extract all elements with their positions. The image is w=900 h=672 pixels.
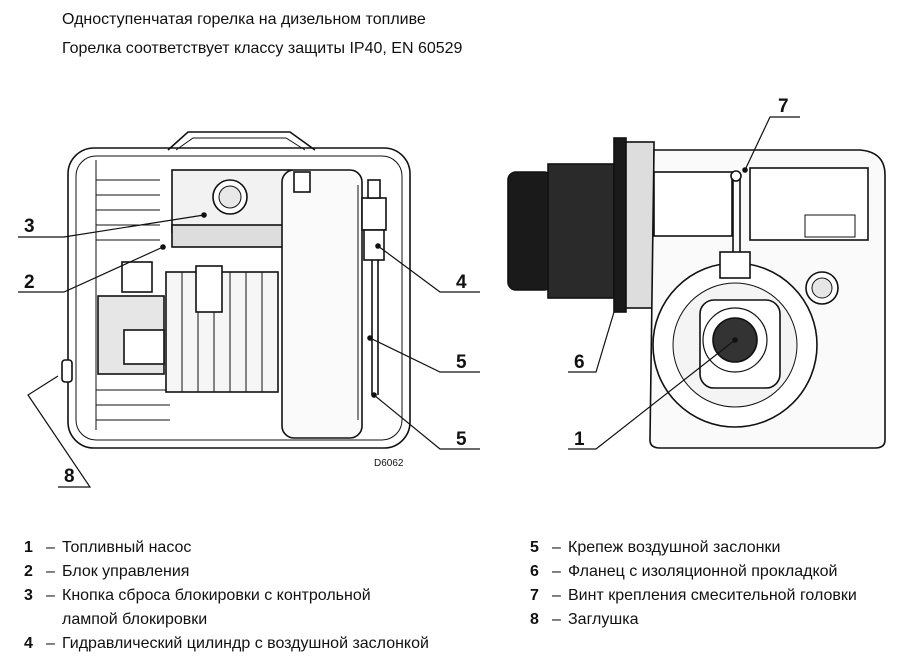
legend-item: 8 – Заглушка [530, 608, 895, 632]
legend-left: 1 – Топливный насос 2 – Блок управления … [24, 536, 494, 656]
burner-side-view [61, 131, 411, 449]
callout-7: 7 [778, 96, 789, 117]
leader-lines [18, 116, 800, 488]
legend-dash: – [552, 539, 561, 556]
legend-num: 6 [530, 563, 539, 580]
cover [281, 169, 363, 439]
legend-dash: – [552, 587, 561, 604]
legend-num: 8 [530, 611, 539, 628]
diagram-title: Одноступенчатая горелка на дизельном топ… [62, 11, 426, 28]
legend-item: 6 – Фланец с изоляционной прокладкой [530, 560, 895, 584]
legend-num: 1 [24, 539, 33, 556]
callout-6: 6 [574, 352, 585, 373]
legend-item: 4 – Гидравлический цилиндр с воздушной з… [24, 632, 494, 656]
legend-text: Топливный насос [62, 539, 192, 556]
legend-num: 3 [24, 587, 33, 604]
callout-5a: 5 [456, 352, 467, 373]
callout-2: 2 [24, 272, 35, 293]
drawing-code: D6062 [374, 458, 404, 469]
legend-item: 2 – Блок управления [24, 560, 494, 584]
diagram-subtitle: Горелка соответствует классу защиты IP40… [62, 40, 463, 57]
burner-front-view [507, 137, 886, 449]
legend-text: Гидравлический цилиндр с воздушной засло… [62, 635, 429, 652]
legend-num: 4 [24, 635, 33, 652]
plug-shape [61, 359, 73, 383]
housing-ribs [95, 160, 170, 430]
callout-1: 1 [574, 429, 585, 450]
legend-item: 3 – Кнопка сброса блокировки с контрольн… [24, 584, 494, 632]
legend-text: Блок управления [62, 563, 190, 580]
legend-dash: – [552, 563, 561, 580]
legend-dash: – [46, 587, 55, 604]
hydraulic-cylinder [361, 197, 387, 231]
legend-text: Фланец с изоляционной прокладкой [568, 563, 838, 580]
legend-dash: – [46, 635, 55, 652]
legend-text: Кнопка сброса блокировки с контрольной л… [62, 587, 371, 628]
legend-text: Винт крепления смесительной головки [568, 587, 857, 604]
callout-5b: 5 [456, 429, 467, 450]
legend-num: 2 [24, 563, 33, 580]
blast-tube-end [507, 171, 553, 291]
legend-item: 5 – Крепеж воздушной заслонки [530, 536, 895, 560]
legend-num: 5 [530, 539, 539, 556]
callout-3: 3 [24, 216, 35, 237]
legend-dash: – [46, 539, 55, 556]
legend-text: Заглушка [568, 611, 639, 628]
blast-tube [547, 163, 615, 299]
legend-item: 7 – Винт крепления смесительной головки [530, 584, 895, 608]
legend-text: Крепеж воздушной заслонки [568, 539, 781, 556]
callout-8: 8 [64, 466, 75, 487]
legend-right: 5 – Крепеж воздушной заслонки 6 – Фланец… [530, 536, 895, 632]
legend-item: 1 – Топливный насос [24, 536, 494, 560]
legend-num: 7 [530, 587, 539, 604]
mixing-head-screw [730, 170, 742, 182]
callout-4: 4 [456, 272, 467, 293]
legend-dash: – [552, 611, 561, 628]
flange [613, 137, 627, 313]
burner-diagram: 3 2 4 5 5 8 6 7 1 D6062 [18, 96, 886, 488]
legend-dash: – [46, 563, 55, 580]
